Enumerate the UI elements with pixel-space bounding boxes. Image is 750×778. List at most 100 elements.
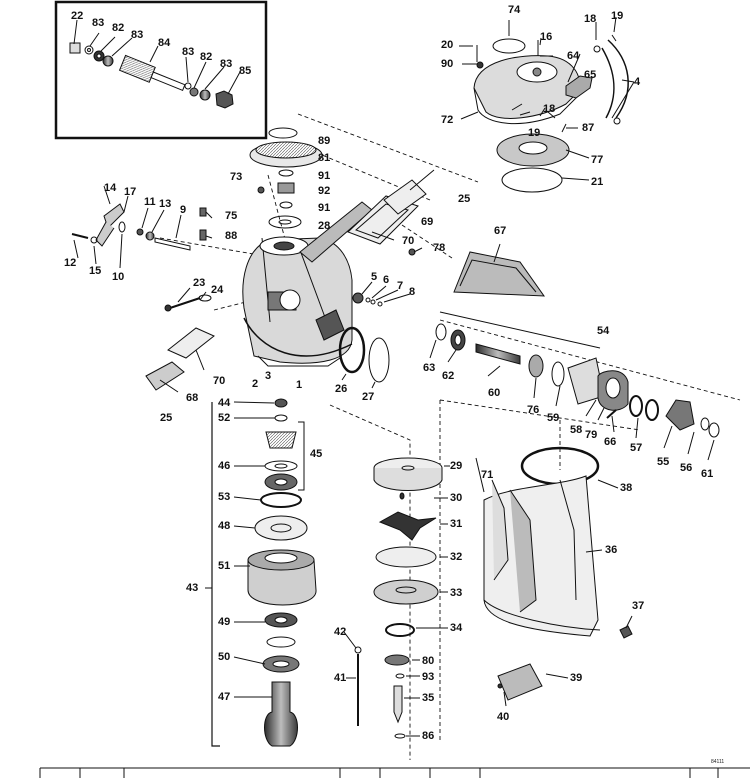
alignment-lines bbox=[159, 113, 741, 760]
callout-70: 70 bbox=[402, 235, 415, 247]
callout-15: 15 bbox=[89, 265, 102, 277]
callout-56: 56 bbox=[680, 462, 693, 474]
callout-79: 79 bbox=[585, 429, 598, 441]
callout-1: 1 bbox=[296, 379, 303, 391]
callout-22: 22 bbox=[71, 10, 84, 22]
callout-10: 10 bbox=[112, 271, 125, 283]
callout-50: 50 bbox=[218, 651, 231, 663]
callout-18: 18 bbox=[543, 103, 556, 115]
callout-35: 35 bbox=[422, 692, 435, 704]
callout-36: 36 bbox=[605, 544, 618, 556]
callout-11: 11 bbox=[144, 196, 156, 208]
callout-91: 91 bbox=[318, 202, 331, 214]
callout-30: 30 bbox=[450, 492, 463, 504]
callout-59: 59 bbox=[547, 412, 560, 424]
callout-83: 83 bbox=[182, 46, 195, 58]
callout-47: 47 bbox=[218, 691, 231, 703]
title-block-strip bbox=[39, 767, 750, 778]
callout-82: 82 bbox=[112, 22, 125, 34]
callout-32: 32 bbox=[450, 551, 463, 563]
callout-16: 16 bbox=[540, 31, 553, 43]
callout-24: 24 bbox=[211, 284, 224, 296]
callout-81: 81 bbox=[318, 152, 331, 164]
callout-44: 44 bbox=[218, 397, 231, 409]
callout-13: 13 bbox=[159, 198, 172, 210]
callout-89: 89 bbox=[318, 135, 331, 147]
callout-85: 85 bbox=[239, 65, 252, 77]
callout-20: 20 bbox=[441, 39, 454, 51]
callout-90: 90 bbox=[441, 58, 454, 70]
callout-65: 65 bbox=[584, 69, 597, 81]
gear-stack bbox=[249, 127, 323, 229]
callout-19: 19 bbox=[528, 127, 541, 139]
callout-2: 2 bbox=[252, 378, 259, 390]
callout-77: 77 bbox=[591, 154, 604, 166]
callout-55: 55 bbox=[657, 456, 670, 468]
figure-reference-code: 84111 bbox=[711, 759, 725, 765]
callout-54: 54 bbox=[597, 325, 610, 337]
callout-41: 41 bbox=[334, 672, 347, 684]
callout-52: 52 bbox=[218, 412, 231, 424]
callout-58: 58 bbox=[570, 424, 583, 436]
callout-69: 69 bbox=[421, 216, 434, 228]
callout-17: 17 bbox=[124, 186, 137, 198]
callout-48: 48 bbox=[218, 520, 231, 532]
callout-6: 6 bbox=[383, 274, 390, 286]
callout-68: 68 bbox=[186, 392, 199, 404]
callout-27: 27 bbox=[362, 391, 375, 403]
propeller-shaft-assembly bbox=[429, 311, 720, 461]
callout-33: 33 bbox=[450, 587, 463, 599]
callout-12: 12 bbox=[64, 257, 77, 269]
callout-14: 14 bbox=[104, 182, 117, 194]
callout-40: 40 bbox=[497, 711, 510, 723]
callout-34: 34 bbox=[450, 622, 463, 634]
callout-93: 93 bbox=[422, 671, 435, 683]
callout-67: 67 bbox=[494, 225, 507, 237]
callout-82: 82 bbox=[200, 51, 213, 63]
gearcase-housing bbox=[242, 201, 373, 367]
callout-53: 53 bbox=[218, 491, 231, 503]
callout-63: 63 bbox=[423, 362, 436, 374]
cover-assembly bbox=[459, 16, 635, 193]
callout-78: 78 bbox=[433, 242, 446, 254]
callout-62: 62 bbox=[442, 370, 455, 382]
shift-lever-parts bbox=[71, 185, 213, 312]
callout-26: 26 bbox=[335, 383, 348, 395]
callout-61: 61 bbox=[701, 468, 714, 480]
callout-83: 83 bbox=[92, 17, 105, 29]
callout-42: 42 bbox=[334, 626, 347, 638]
callout-29: 29 bbox=[450, 460, 463, 472]
mounting-plate bbox=[453, 243, 545, 297]
callout-74: 74 bbox=[508, 4, 521, 16]
callout-71: 71 bbox=[481, 469, 494, 481]
callout-37: 37 bbox=[632, 600, 645, 612]
callout-92: 92 bbox=[318, 185, 331, 197]
callout-91: 91 bbox=[318, 170, 331, 182]
callout-21: 21 bbox=[591, 176, 604, 188]
callout-3: 3 bbox=[265, 370, 272, 382]
callout-18: 18 bbox=[584, 13, 597, 25]
callout-25: 25 bbox=[458, 193, 471, 205]
callout-23: 23 bbox=[193, 277, 206, 289]
callout-88: 88 bbox=[225, 230, 238, 242]
callout-7: 7 bbox=[397, 280, 404, 292]
water-pump-stack bbox=[343, 457, 450, 739]
callout-45: 45 bbox=[310, 448, 323, 460]
callout-83: 83 bbox=[220, 58, 233, 70]
callout-87: 87 bbox=[582, 122, 595, 134]
callout-64: 64 bbox=[567, 50, 580, 62]
gaskets bbox=[145, 169, 435, 393]
callout-76: 76 bbox=[527, 404, 540, 416]
callout-25: 25 bbox=[160, 412, 173, 424]
inset-box-shift-assembly bbox=[54, 0, 268, 140]
callout-31: 31 bbox=[450, 518, 463, 530]
small-fasteners bbox=[352, 247, 423, 307]
vertical-drive-stack bbox=[205, 398, 317, 747]
lower-unit-housing bbox=[475, 446, 633, 707]
callout-66: 66 bbox=[604, 436, 617, 448]
callout-43: 43 bbox=[186, 582, 199, 594]
callout-51: 51 bbox=[218, 560, 231, 572]
callout-8: 8 bbox=[409, 286, 416, 298]
